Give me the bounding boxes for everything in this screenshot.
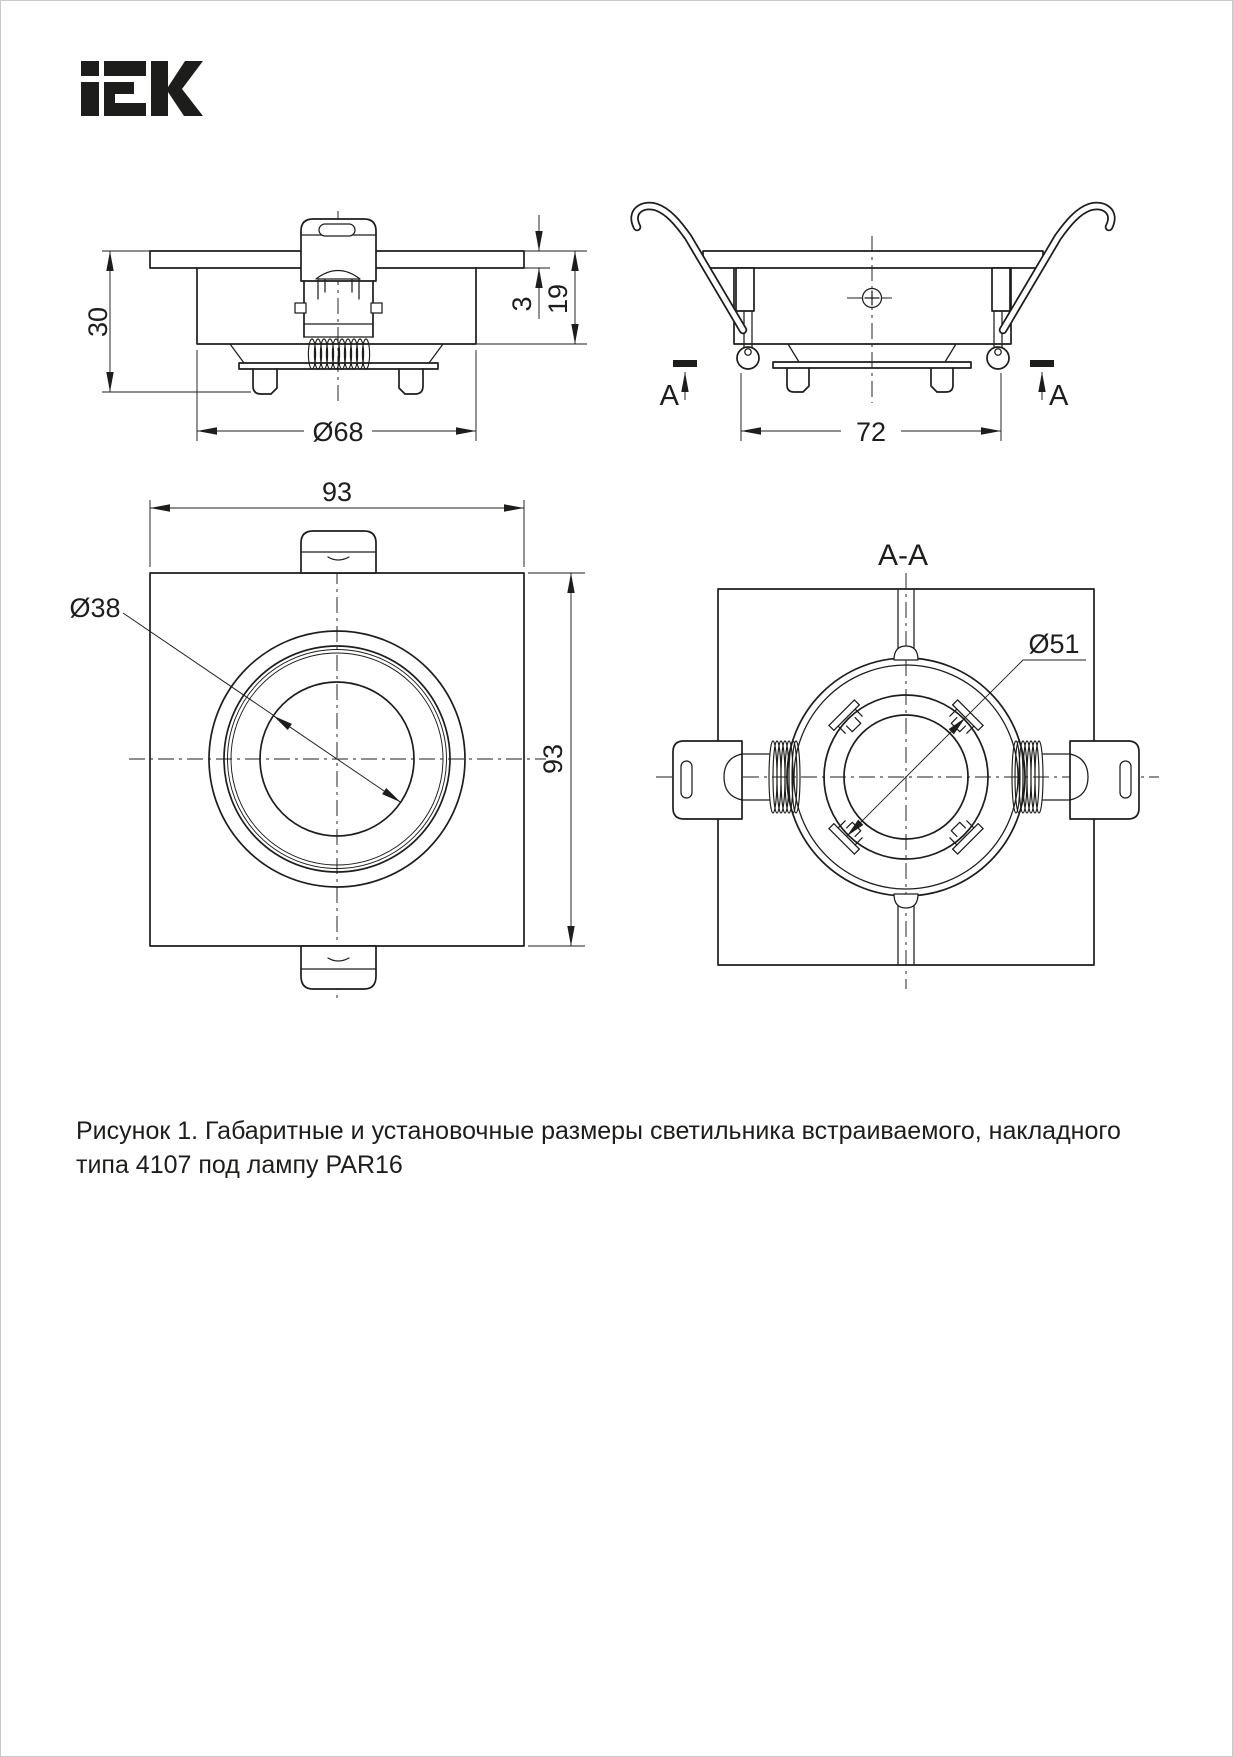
- dimension-3: 3: [476, 215, 587, 319]
- view-front: Ø38 93 93: [69, 477, 585, 999]
- dimension-38: Ø38: [69, 593, 401, 803]
- figure-caption-line2: типа 4107 под лампу PAR16: [76, 1151, 403, 1179]
- dimension-72: 72: [740, 373, 1002, 447]
- mounting-feet: [252, 368, 424, 395]
- side-spring-left: [672, 740, 801, 820]
- dim-label-51: Ø51: [1028, 629, 1079, 659]
- view-side-recessed: 30 3 19 Ø68: [83, 211, 587, 447]
- bottom-tab: [300, 945, 377, 990]
- figure-caption-line1: Рисунок 1. Габаритные и установочные раз…: [76, 1117, 1121, 1145]
- dimension-93-height: 93: [528, 572, 585, 947]
- mounting-feet: [786, 367, 954, 393]
- dim-label-93w: 93: [322, 477, 352, 507]
- dim-label-38: Ø38: [69, 593, 120, 623]
- trim-rings: [208, 630, 466, 888]
- dimension-68: Ø68: [196, 350, 477, 447]
- body-outline: [196, 267, 477, 370]
- iek-logo: [81, 61, 203, 116]
- section-title: A-A: [878, 539, 928, 572]
- dim-label-72: 72: [856, 417, 886, 447]
- side-spring-right: [1011, 740, 1140, 820]
- dimension-19: 19: [476, 251, 587, 345]
- lampholder-bracket: [294, 218, 383, 338]
- dim-label-30: 30: [83, 307, 113, 337]
- dimension-30: 30: [83, 250, 251, 393]
- figure-caption: Рисунок 1. Габаритные и установочные раз…: [76, 1114, 1121, 1182]
- section-marker-left: A: [660, 360, 697, 412]
- dim-label-93h: 93: [538, 744, 568, 774]
- screw-head: [861, 287, 883, 309]
- dim-label-3: 3: [507, 296, 537, 311]
- dimension-93-width: 93: [149, 477, 525, 567]
- ring-assembly: [786, 588, 1026, 966]
- view-section-aa: A-A: [656, 539, 1159, 989]
- dimension-51: Ø51: [846, 629, 1086, 837]
- aperture-circle: [259, 681, 415, 837]
- section-letter-left: A: [660, 380, 680, 412]
- body-outline: [733, 267, 1012, 369]
- top-tab: [300, 530, 377, 574]
- flange-outline: [702, 250, 1044, 269]
- view-side-clips: A A 72: [635, 206, 1112, 447]
- section-letter-right: A: [1049, 380, 1069, 412]
- section-marker-right: A: [1030, 360, 1069, 412]
- center-spring-coil: [307, 338, 371, 370]
- dim-label-68: Ø68: [312, 417, 363, 447]
- dim-label-19: 19: [543, 284, 573, 314]
